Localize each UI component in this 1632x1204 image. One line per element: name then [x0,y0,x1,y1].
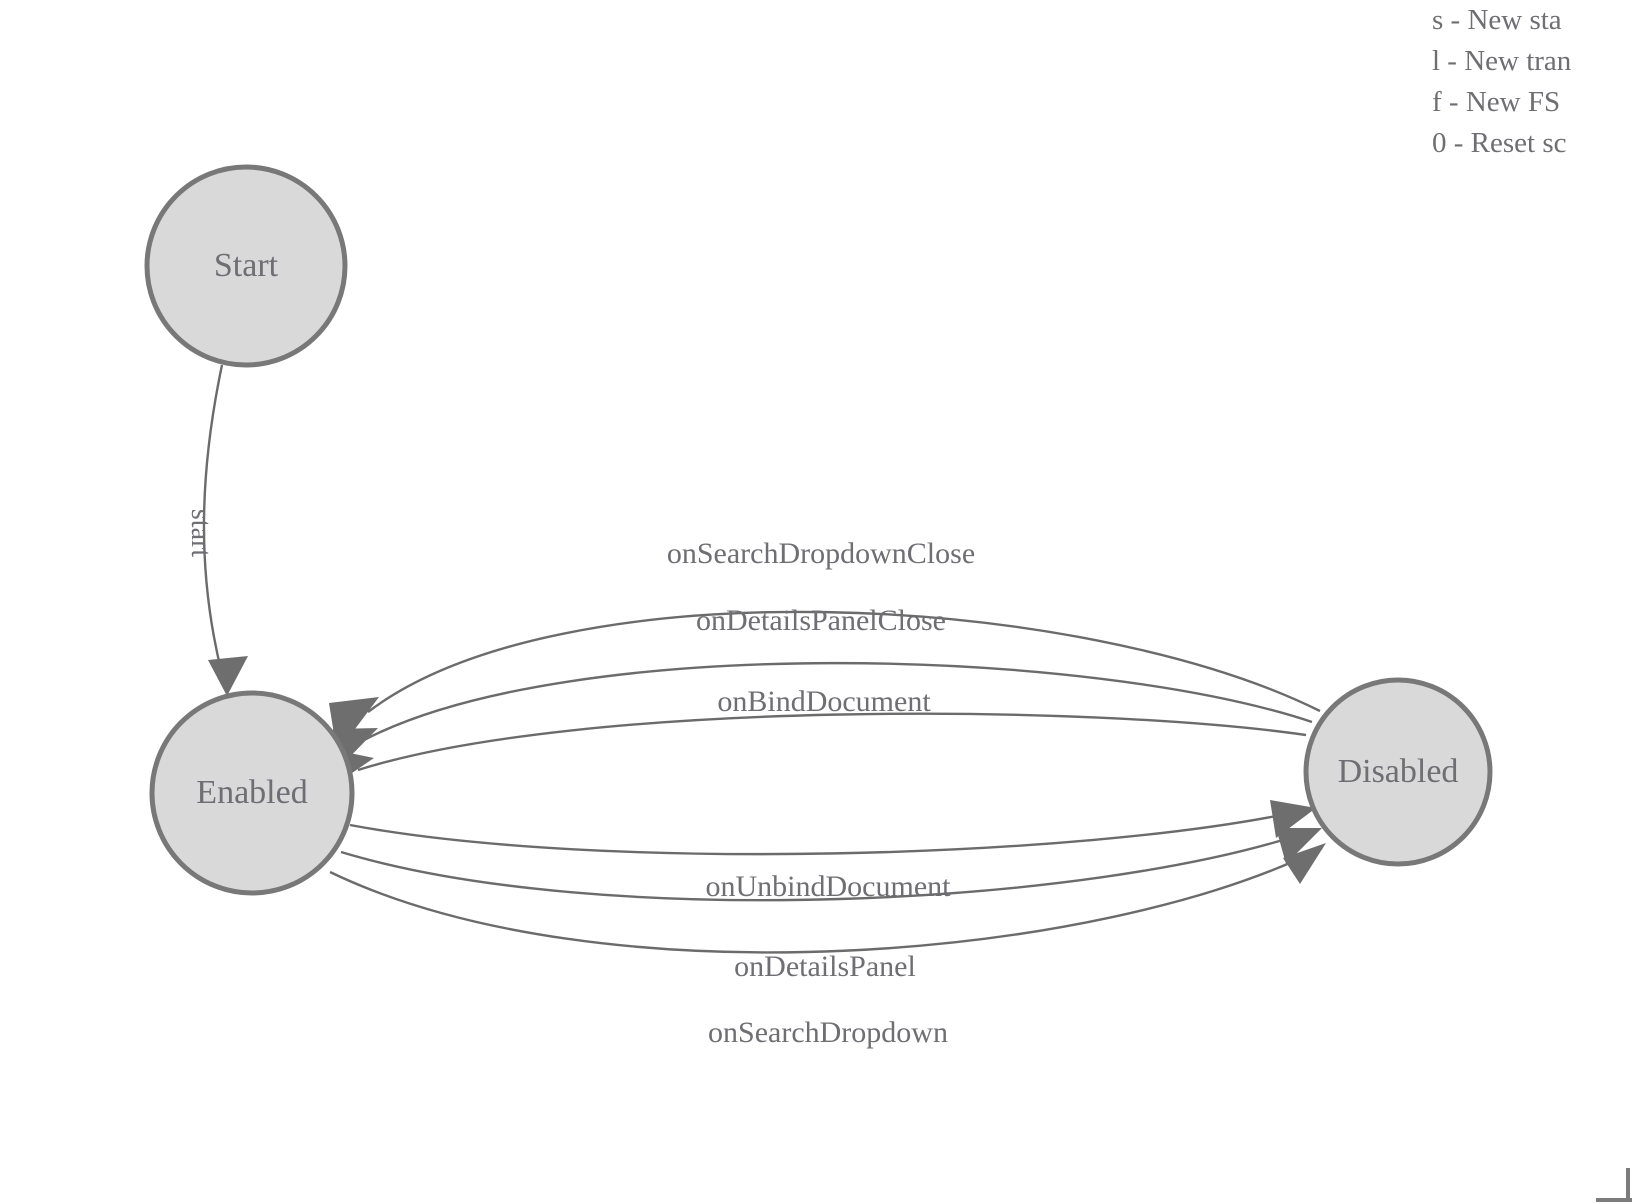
state-node-disabled[interactable]: Disabled [1303,677,1493,867]
transition-onSearchDropdown-path[interactable] [329,846,1323,954]
frame-corner-vertical-edge [1626,1168,1630,1202]
state-node-enabled-label: Enabled [196,774,307,811]
transition-onDetailsPanelClose-label: onDetailsPanelClose [696,604,946,637]
state-node-start[interactable]: Start [144,164,348,368]
transition-onUnbindDocument-label: onUnbindDocument [706,870,952,903]
transition-start-path[interactable] [202,364,224,675]
transition-start[interactable]: start [185,364,248,696]
transition-onDetailsPanel-path[interactable] [340,830,1309,902]
transition-onSearchDropdownClose-path[interactable] [367,610,1321,713]
frame-corner-horizontal-edge [1596,1198,1632,1202]
state-node-start-label: Start [214,247,279,284]
transition-onSearchDropdown-label: onSearchDropdown [708,1016,948,1049]
transition-onBindDocument-label: onBindDocument [717,685,931,718]
transition-onUnbindDocument-path[interactable] [349,810,1297,856]
transition-onSearchDropdown-arrowhead [1283,843,1326,884]
state-node-disabled-label: Disabled [1338,753,1459,790]
transition-start-label: start [185,509,216,557]
transition-onSearchDropdown[interactable]: onSearchDropdown [329,843,1326,1049]
frame-corner-mark [1596,1168,1632,1204]
transition-onUnbindDocument[interactable]: onUnbindDocument [349,800,1316,903]
state-node-enabled-circle[interactable] [149,690,355,896]
state-node-enabled[interactable]: Enabled [149,690,355,896]
transition-onDetailsPanel[interactable]: onDetailsPanel [340,828,1322,983]
state-node-disabled-circle[interactable] [1303,677,1493,867]
transition-onSearchDropdownClose-label: onSearchDropdownClose [667,537,975,570]
state-node-start-circle[interactable] [144,164,348,368]
transition-start-arrowhead [208,656,248,696]
transition-onDetailsPanel-label: onDetailsPanel [734,950,916,983]
transition-onBindDocument-path[interactable] [357,712,1307,772]
transition-onDetailsPanelClose-path[interactable] [363,661,1313,742]
transition-onDetailsPanel-arrowhead [1276,828,1322,864]
